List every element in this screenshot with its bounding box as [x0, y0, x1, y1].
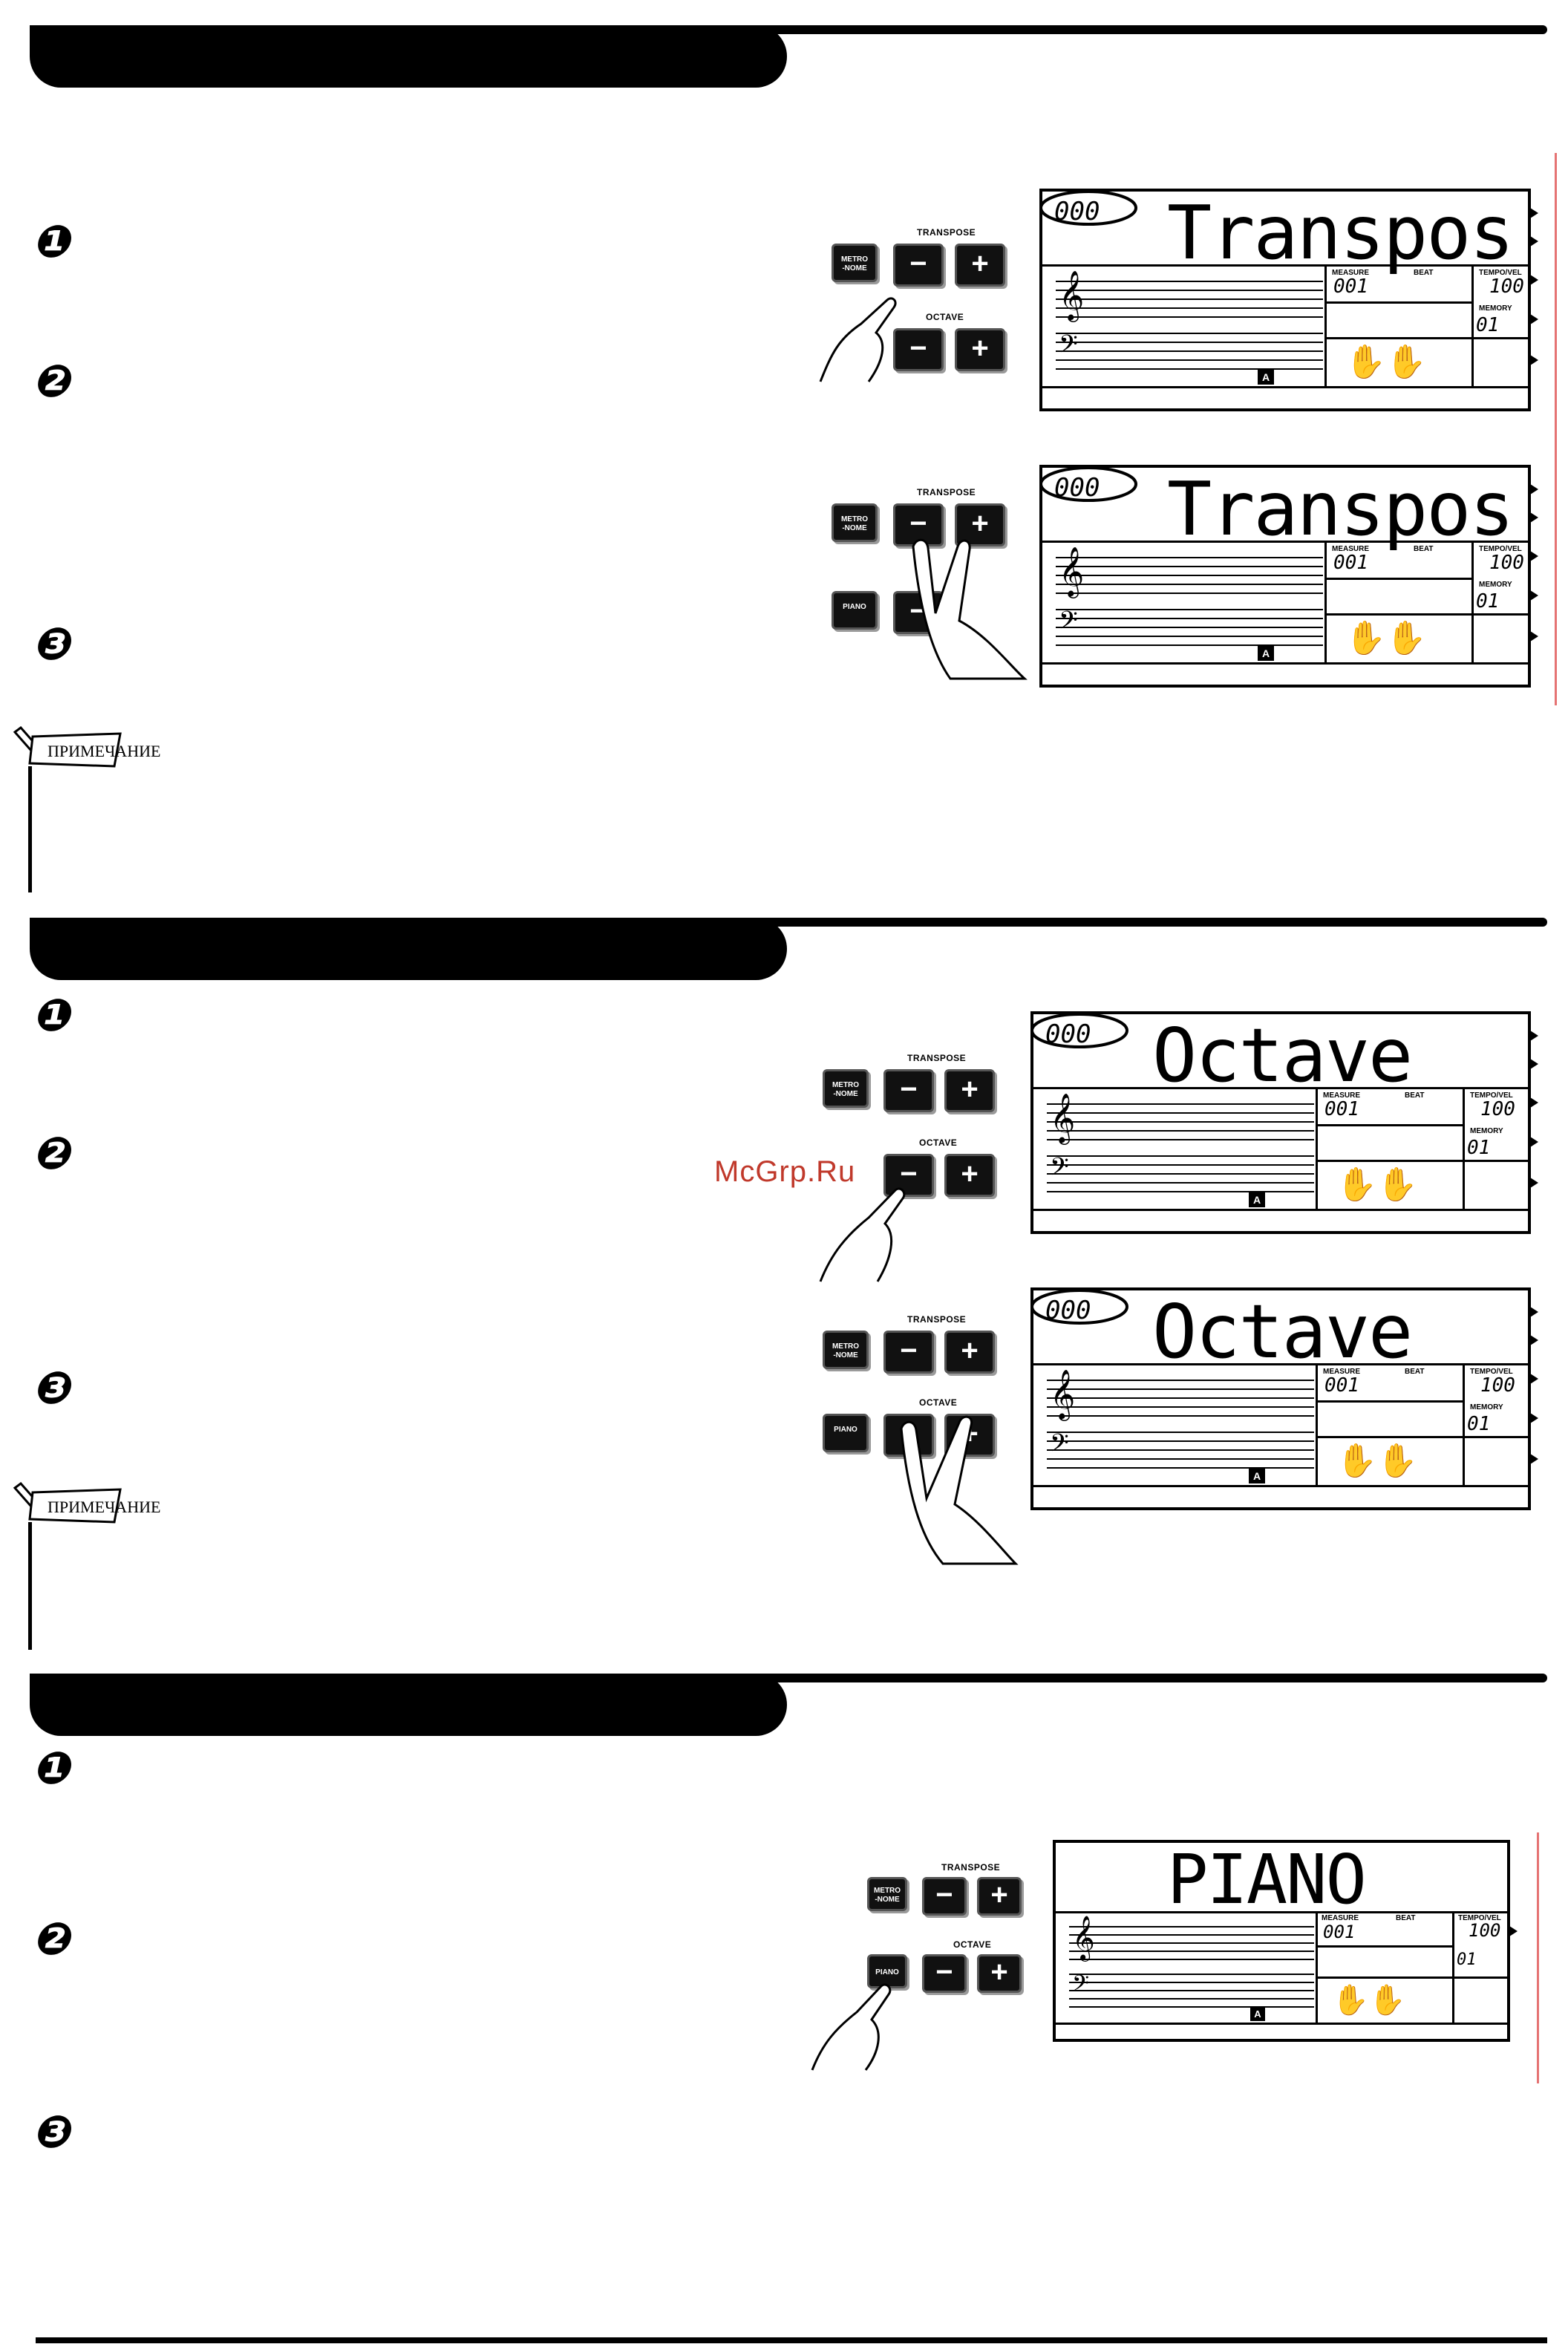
counter-highlight-icon: [1030, 1013, 1128, 1048]
transpose-minus-button[interactable]: −: [893, 244, 944, 287]
treble-clef-icon: 𝄞: [1059, 546, 1085, 596]
measure-label: MEASURE: [1332, 269, 1370, 277]
piano-button[interactable]: PIANO: [832, 591, 878, 630]
octave-plus-button[interactable]: +: [944, 1154, 995, 1197]
treble-clef-icon: 𝄞: [1050, 1368, 1076, 1419]
pressing-hand-icon: [819, 1187, 906, 1282]
metronome-button[interactable]: METRO -NOME: [832, 503, 878, 542]
step-3-marker: ❸: [30, 618, 79, 670]
octave-label: OCTAVE: [926, 312, 964, 322]
treble-clef-icon: 𝄞: [1050, 1092, 1076, 1143]
metronome-button[interactable]: METRO -NOME: [823, 1069, 869, 1108]
octave-plus-button[interactable]: +: [977, 1954, 1022, 1993]
step-1-marker: ❶: [30, 216, 79, 268]
note-bar: [28, 766, 32, 892]
transpose-plus-button[interactable]: +: [944, 1069, 995, 1112]
lcd-main-text: Octave: [1152, 1012, 1413, 1099]
transpose-minus-button[interactable]: −: [883, 1331, 934, 1374]
measure-value: 001: [1333, 275, 1368, 298]
metronome-button[interactable]: METRO -NOME: [867, 1877, 907, 1911]
margin-red-line: [1555, 153, 1557, 705]
counter-highlight-icon: [1039, 466, 1137, 502]
bass-clef-icon: 𝄢: [1050, 1153, 1069, 1187]
note-label: ПРИМЕЧАНИЕ: [48, 1498, 161, 1516]
beat-label: BEAT: [1414, 269, 1434, 277]
piano-button[interactable]: PIANO: [867, 1954, 907, 1988]
watermark-text: McGrp.Ru: [714, 1155, 856, 1188]
lcd-display-piano: PIANO 𝄞 𝄢 A MEASURE BEAT 001 TEMPO/VEL 1…: [1053, 1840, 1518, 2042]
octave-plus-button[interactable]: +: [955, 328, 1005, 371]
transpose-plus-button[interactable]: +: [955, 244, 1005, 287]
lcd-display-octave-1: 000 Octave 𝄞 𝄢 A MEASURE BEAT 001 TEMPO/…: [1030, 1011, 1538, 1234]
note-bar: [28, 1522, 32, 1650]
octave-minus-button[interactable]: −: [922, 1954, 967, 1993]
bass-clef-icon: 𝄢: [1050, 1429, 1069, 1463]
bass-clef-icon: 𝄢: [1059, 607, 1078, 641]
transpose-plus-button[interactable]: +: [944, 1331, 995, 1374]
transpose-plus-button[interactable]: +: [977, 1877, 1022, 1916]
control-panel-piano: TRANSPOSE METRO -NOME − + OCTAVE PIANO −…: [811, 1862, 1054, 2075]
lcd-main-text: PIANO: [1167, 1840, 1367, 1919]
hands-icon: ✋✋: [1345, 619, 1427, 657]
transpose-minus-button[interactable]: −: [922, 1877, 967, 1916]
hands-icon: ✋✋: [1345, 343, 1427, 381]
lcd-display-transpose-1: 000 Transpos 𝄞 𝄢 A MEASURE BEAT 001 TEMP…: [1039, 189, 1538, 411]
control-panel-octave-2: TRANSPOSE METRO -NOME − + OCTAVE PIANO −…: [817, 1314, 1039, 1567]
memory-value: 01: [1476, 314, 1500, 336]
tempo-label: TEMPO/VEL: [1479, 269, 1522, 277]
control-panel-transpose-2: TRANSPOSE METRO -NOME − + PIANO −: [824, 487, 1047, 680]
counter-highlight-icon: [1039, 190, 1137, 226]
note-pencil-icon: [13, 726, 122, 768]
transpose-label: TRANSPOSE: [917, 227, 976, 238]
lcd-divider: [1042, 264, 1528, 267]
two-finger-press-icon: [900, 1415, 1019, 1565]
pressing-hand-icon: [811, 1983, 892, 2071]
lcd-main-text: Transpos: [1167, 189, 1515, 276]
treble-clef-icon: 𝄞: [1059, 270, 1085, 320]
note-pencil-icon: [13, 1482, 122, 1524]
hands-icon: ✋✋: [1336, 1166, 1418, 1204]
transpose-plus-button[interactable]: +: [955, 503, 1005, 546]
control-panel-transpose-1: TRANSPOSE METRO -NOME − + OCTAVE − +: [819, 227, 1017, 383]
margin-red-line: [1537, 1832, 1539, 2083]
memory-label: MEMORY: [1479, 304, 1512, 313]
section-header-octave: [30, 918, 787, 980]
hands-icon: ✋✋: [1332, 1983, 1406, 2017]
counter-value: 000: [1054, 197, 1100, 226]
note-label: ПРИМЕЧАНИЕ: [48, 742, 161, 760]
octave-minus-button[interactable]: −: [883, 1154, 934, 1197]
bass-clef-icon: 𝄢: [1059, 330, 1078, 365]
two-finger-press-icon: [912, 538, 1028, 680]
metronome-button[interactable]: METRO -NOME: [832, 244, 878, 282]
lcd-display-octave-2: 000 Octave 𝄞 𝄢 A MEASURE BEAT 001 TEMPO/…: [1030, 1287, 1538, 1510]
bass-clef-icon: 𝄢: [1072, 1971, 1090, 2002]
step-2-marker: ❷: [30, 356, 79, 408]
pressing-hand-icon: [819, 297, 897, 382]
bottom-rule: [36, 2337, 1547, 2343]
treble-clef-icon: 𝄞: [1072, 1916, 1095, 1960]
hands-icon: ✋✋: [1336, 1442, 1418, 1480]
transpose-minus-button[interactable]: −: [883, 1069, 934, 1112]
control-panel-octave-1: TRANSPOSE METRO -NOME − + OCTAVE − +: [817, 1053, 1010, 1283]
lcd-display-transpose-2: 000 Transpos 𝄞 𝄢 A MEASURE BEAT 001 TEMP…: [1039, 465, 1538, 688]
section-header-piano: [30, 1674, 787, 1736]
octave-minus-button[interactable]: −: [893, 328, 944, 371]
mode-indicator: A: [1258, 370, 1274, 385]
section-header-transpose: [30, 25, 787, 88]
metronome-button[interactable]: METRO -NOME: [823, 1331, 869, 1369]
piano-button[interactable]: PIANO: [823, 1414, 869, 1452]
counter-highlight-icon: [1030, 1289, 1128, 1325]
tempo-value: 100: [1489, 275, 1524, 298]
